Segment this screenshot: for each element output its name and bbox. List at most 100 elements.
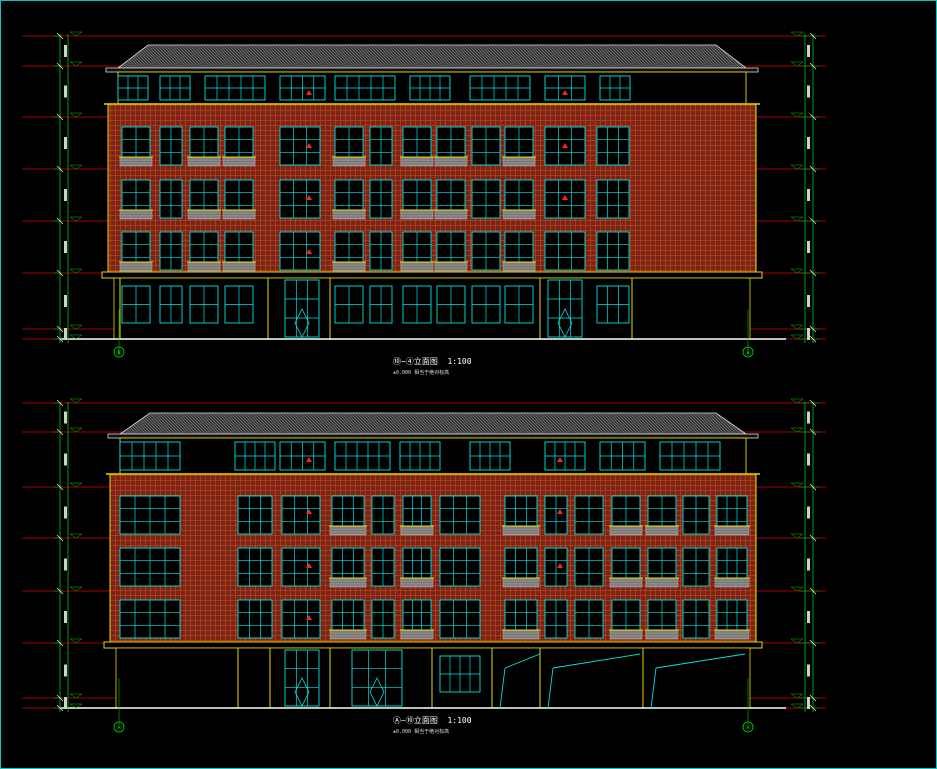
balcony-panel	[502, 577, 540, 588]
attic-window	[469, 75, 531, 101]
title-text: Ⓐ~⑩立面图	[393, 716, 438, 725]
facade-window	[119, 495, 181, 535]
facade-window	[237, 599, 273, 639]
facade-window	[544, 547, 568, 587]
facade-window	[596, 126, 630, 166]
balcony-panel	[222, 261, 256, 272]
glazing-diagonal	[499, 667, 506, 709]
balcony-panel	[502, 525, 540, 536]
attic-window	[279, 75, 326, 101]
entrance-door	[284, 649, 320, 707]
attic-window	[159, 75, 191, 101]
facade-window	[544, 495, 568, 535]
facade-window	[544, 179, 586, 219]
attic-window	[399, 441, 441, 471]
balcony-panel	[400, 156, 434, 167]
balcony-panel	[400, 525, 434, 536]
attic-window	[119, 441, 181, 471]
balcony-panel	[222, 156, 256, 167]
title-note: ±0.000 相当于绝对标高	[393, 370, 450, 376]
balcony-panel	[329, 525, 367, 536]
level-mark-icon	[306, 90, 312, 95]
facade-window	[544, 231, 586, 271]
facade-window	[279, 179, 321, 219]
ground-window	[436, 285, 466, 324]
balcony-panel	[645, 577, 679, 588]
dimension-column	[54, 31, 83, 343]
balcony-panel	[332, 209, 366, 220]
level-mark-icon	[306, 249, 312, 254]
drawing-title-bottom: Ⓐ~⑩立面图 1:100 ±0.000 相当于绝对标高	[393, 715, 472, 735]
facade-window	[596, 231, 630, 271]
balcony-panel	[714, 525, 750, 536]
eave-board	[107, 433, 759, 439]
balcony-panel	[332, 261, 366, 272]
attic-window	[117, 75, 149, 101]
balcony-panel	[329, 629, 367, 640]
facade-window	[281, 547, 321, 587]
balcony-panel	[187, 156, 221, 167]
ground-window	[334, 285, 364, 324]
attic-window	[334, 75, 396, 101]
facade-window	[369, 126, 393, 166]
elevation-drawing-bottom[interactable]	[22, 398, 826, 724]
facade-window	[159, 126, 183, 166]
level-mark-icon	[557, 563, 563, 568]
ground-window	[596, 285, 630, 324]
ground-window	[439, 655, 481, 693]
attic-window	[234, 441, 276, 471]
balcony-panel	[187, 261, 221, 272]
balcony-panel	[645, 629, 679, 640]
ground-window	[504, 285, 534, 324]
dimension-column	[54, 398, 83, 712]
facade-window	[439, 495, 481, 535]
facade-window	[371, 547, 395, 587]
balcony-panel	[187, 209, 221, 220]
facade-window	[369, 231, 393, 271]
entrance-door	[351, 649, 403, 707]
facade-window	[471, 126, 501, 166]
facade-window	[371, 495, 395, 535]
ground-window	[224, 285, 254, 324]
balcony-panel	[609, 577, 643, 588]
string-course	[103, 641, 763, 649]
level-mark-icon	[306, 615, 312, 620]
eave-board	[105, 67, 759, 73]
facade-window	[682, 547, 710, 587]
dimension-column	[790, 398, 819, 712]
attic-window	[469, 441, 511, 471]
ground-window	[159, 285, 183, 324]
title-text: ⑩~④立面图	[393, 357, 438, 366]
door-glazing	[547, 279, 583, 338]
scale-text: 1:100	[447, 716, 472, 725]
balcony-panel	[119, 156, 153, 167]
balcony-panel	[645, 525, 679, 536]
elevation-drawing-top[interactable]	[22, 31, 826, 355]
level-mark-icon	[306, 195, 312, 200]
attic-window	[599, 441, 646, 471]
ground-window	[402, 285, 432, 324]
facade-window	[682, 495, 710, 535]
level-mark-icon	[306, 563, 312, 568]
balcony-panel	[714, 577, 750, 588]
facade-window	[119, 599, 181, 639]
ground-window	[121, 285, 151, 324]
balcony-panel	[609, 629, 643, 640]
balcony-panel	[434, 209, 468, 220]
level-mark-icon	[306, 509, 312, 514]
attic-window	[409, 75, 451, 101]
title-note: ±0.000 相当于绝对标高	[393, 729, 450, 735]
roof	[118, 412, 748, 435]
string-course	[101, 271, 763, 279]
balcony-panel	[119, 261, 153, 272]
attic-window	[659, 441, 721, 471]
balcony-panel	[714, 629, 750, 640]
ground-window	[369, 285, 393, 324]
ground-window	[471, 285, 501, 324]
balcony-panel	[434, 261, 468, 272]
facade-window	[281, 599, 321, 639]
entrance-door	[284, 279, 320, 338]
facade-window	[119, 547, 181, 587]
ground-floor	[115, 647, 751, 709]
